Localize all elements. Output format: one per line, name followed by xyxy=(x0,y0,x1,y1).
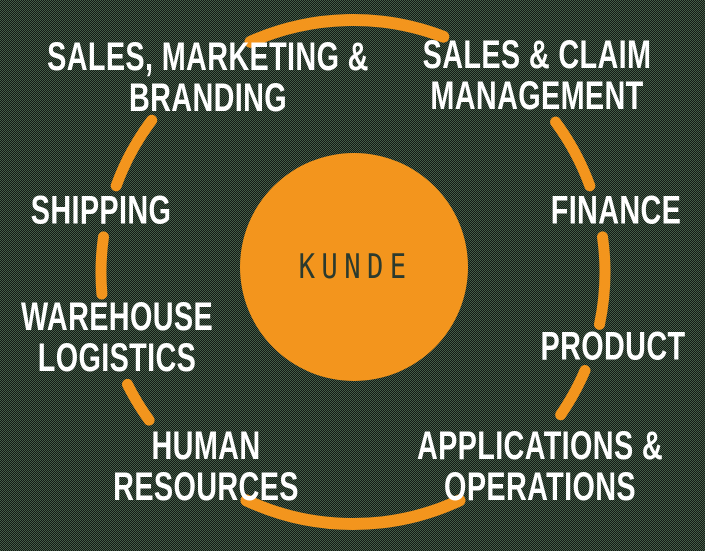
center-label: KUNDE xyxy=(298,247,413,287)
label-warehouse-logistics: WAREHOUSE LOGISTICS xyxy=(21,297,213,379)
label-product: PRODUCT xyxy=(540,324,686,369)
label-line: LOGISTICS xyxy=(37,336,197,380)
label-line: BRANDING xyxy=(128,76,288,120)
label-line: RESOURCES xyxy=(113,465,299,509)
label-line: WAREHOUSE xyxy=(20,295,214,339)
ring-dash-top-left xyxy=(110,114,158,192)
label-sales-marketing-branding: SALES, MARKETING & BRANDING xyxy=(47,37,369,119)
label-line: SALES, MARKETING & xyxy=(47,35,369,79)
ring-dash-bottom-left xyxy=(122,378,155,426)
customer-circle xyxy=(240,153,468,381)
label-line: HUMAN xyxy=(151,424,261,468)
label-line: PRODUCT xyxy=(540,324,686,369)
ring-dash-left xyxy=(95,231,109,300)
ring-dash-bottom-arc xyxy=(240,494,466,530)
label-line: OPERATIONS xyxy=(444,465,636,509)
label-applications-operations: APPLICATIONS & OPERATIONS xyxy=(417,426,663,508)
label-shipping: SHIPPING xyxy=(30,188,172,233)
label-line: APPLICATIONS & xyxy=(416,424,664,468)
ring-dash-top-right xyxy=(550,116,596,192)
ring-dash-right xyxy=(594,231,611,330)
label-finance: FINANCE xyxy=(550,188,682,233)
label-line: MANAGEMENT xyxy=(430,74,644,118)
ring-dash-bottom-right xyxy=(555,365,591,421)
label-line: SHIPPING xyxy=(30,188,172,233)
label-human-resources: HUMAN RESOURCES xyxy=(113,426,299,508)
label-line: SALES & CLAIM xyxy=(422,33,652,77)
label-sales-claim-management: SALES & CLAIM MANAGEMENT xyxy=(423,35,652,117)
label-line: FINANCE xyxy=(550,188,682,233)
ring-dash-top-arc xyxy=(244,13,450,48)
